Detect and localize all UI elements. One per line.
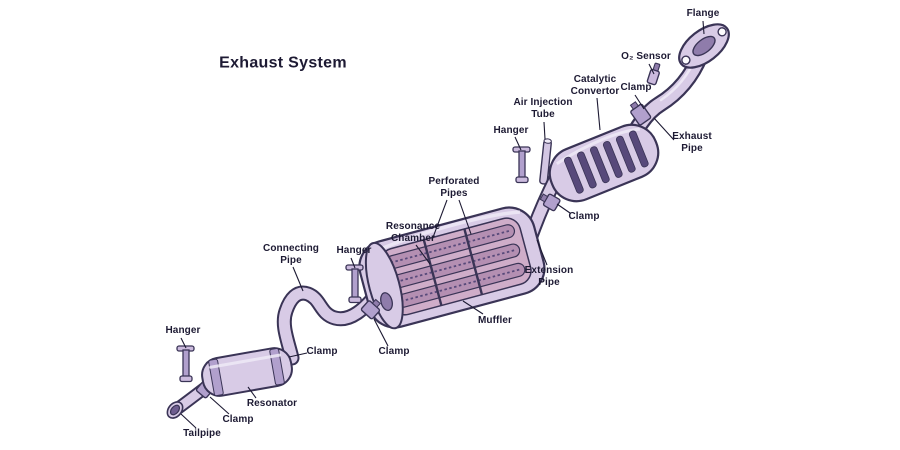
- convertor-slats: [564, 130, 649, 194]
- perforated-pipes: [385, 224, 526, 308]
- label-extension-pipe: Extension Pipe: [524, 265, 574, 288]
- hanger-mid: [345, 264, 364, 304]
- label-tailpipe: Tailpipe: [183, 428, 221, 440]
- label-catalytic-convertor: Catalytic Convertor: [570, 74, 620, 97]
- label-hanger-mid: Hanger: [336, 245, 372, 257]
- label-clamp-right: Clamp: [568, 211, 600, 223]
- o2-sensor: [646, 62, 661, 86]
- muffler: [358, 206, 546, 330]
- label-clamp-mid: Clamp: [378, 346, 410, 358]
- label-connecting-pipe: Connecting Pipe: [263, 243, 319, 266]
- flange: [678, 23, 730, 69]
- diagram-title: Exhaust System: [219, 54, 347, 72]
- hanger-right: [512, 146, 531, 184]
- clamp-mid: [360, 298, 381, 320]
- flange-bolt-hole: [717, 27, 727, 37]
- label-resonance-chamber: Resonance Chamber: [385, 221, 441, 244]
- label-hanger-left: Hanger: [165, 325, 201, 337]
- flange-bolt-hole: [681, 55, 691, 65]
- label-perforated-pipes: Perforated Pipes: [428, 176, 480, 199]
- muffler-end-cap: [364, 241, 404, 330]
- label-clamp-resonator: Clamp: [306, 346, 338, 358]
- air-injection-tube: [539, 138, 552, 185]
- resonance-chamber-baffles: [422, 228, 484, 306]
- label-flange: Flange: [686, 8, 720, 20]
- connecting-pipe: [276, 282, 388, 366]
- tailpipe-opening: [169, 404, 181, 416]
- label-o2-sensor: O₂ Sensor: [621, 51, 671, 63]
- label-air-injection-tube: Air Injection Tube: [513, 97, 573, 120]
- catalytic-convertor: [548, 123, 660, 203]
- muffler-outlet: [380, 292, 393, 312]
- label-muffler: Muffler: [477, 315, 513, 327]
- clamp-right: [539, 193, 561, 212]
- label-resonator: Resonator: [246, 398, 298, 410]
- label-clamp-top: Clamp: [620, 82, 652, 94]
- label-hanger-right: Hanger: [493, 125, 529, 137]
- leader-lines: [180, 20, 705, 429]
- label-clamp-bottom: Clamp: [222, 414, 254, 426]
- clamp-top: [629, 101, 652, 126]
- resonator: [201, 347, 293, 397]
- hanger-left: [176, 345, 195, 383]
- label-exhaust-pipe: Exhaust Pipe: [672, 131, 712, 154]
